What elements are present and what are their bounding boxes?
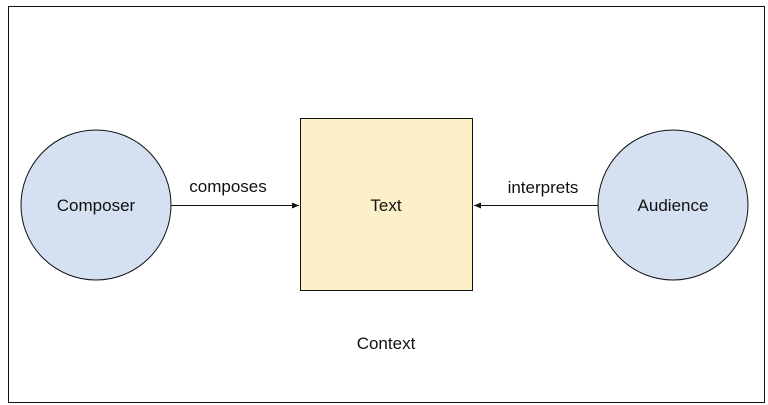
node-composer-label: Composer — [57, 196, 136, 215]
context-label: Context — [357, 334, 416, 353]
node-text-shape — [300, 118, 473, 291]
node-audience-label: Audience — [638, 196, 709, 215]
edge-composes-label: composes — [189, 177, 266, 196]
node-audience-shape — [597, 129, 749, 281]
edge-interprets-label: interprets — [508, 178, 579, 197]
context-frame — [8, 6, 765, 403]
node-composer-shape — [20, 129, 172, 281]
node-text-label: Text — [370, 196, 401, 215]
